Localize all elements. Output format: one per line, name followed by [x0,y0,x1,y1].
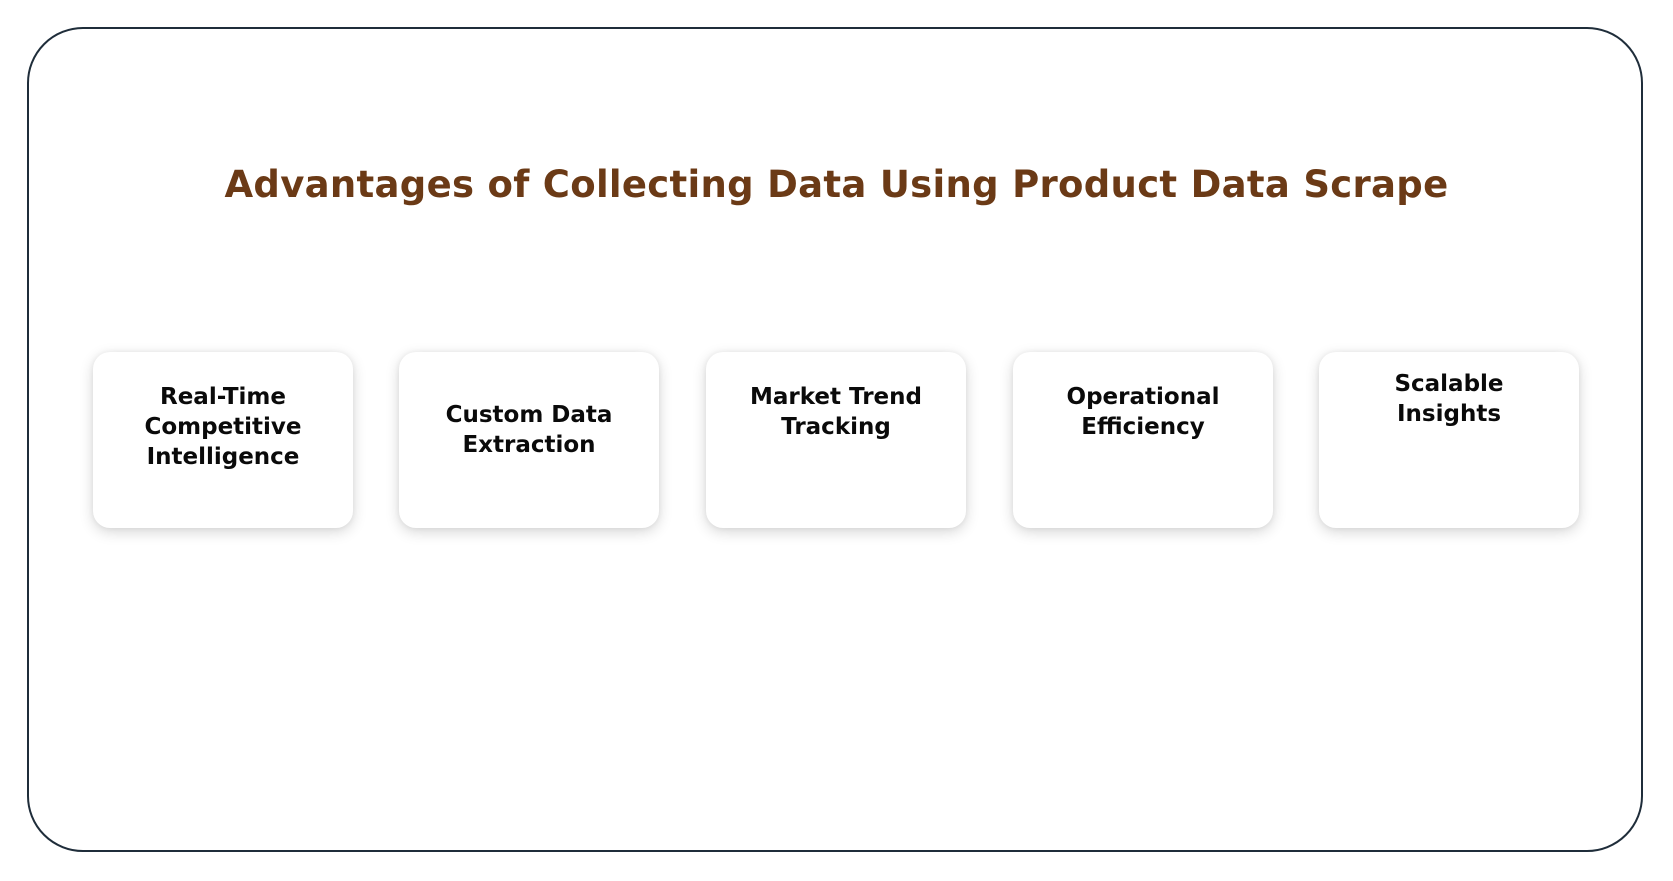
card-scalable-insights: Scalable Insights [1319,352,1579,528]
card-label: Market Trend Tracking [750,384,922,440]
page-title: Advantages of Collecting Data Using Prod… [224,163,1449,206]
card-custom-data-extraction: Custom Data Extraction [399,352,659,528]
card-real-time-competitive-intelligence: Real-Time Competitive Intelligence [93,352,353,528]
card-market-trend-tracking: Market Trend Tracking [706,352,966,528]
card-operational-efficiency: Operational Efficiency [1013,352,1273,528]
card-label: Operational Efficiency [1066,384,1220,440]
card-label: Custom Data Extraction [445,402,613,458]
card-label: Scalable Insights [1394,371,1504,427]
card-label: Real-Time Competitive Intelligence [144,384,302,470]
